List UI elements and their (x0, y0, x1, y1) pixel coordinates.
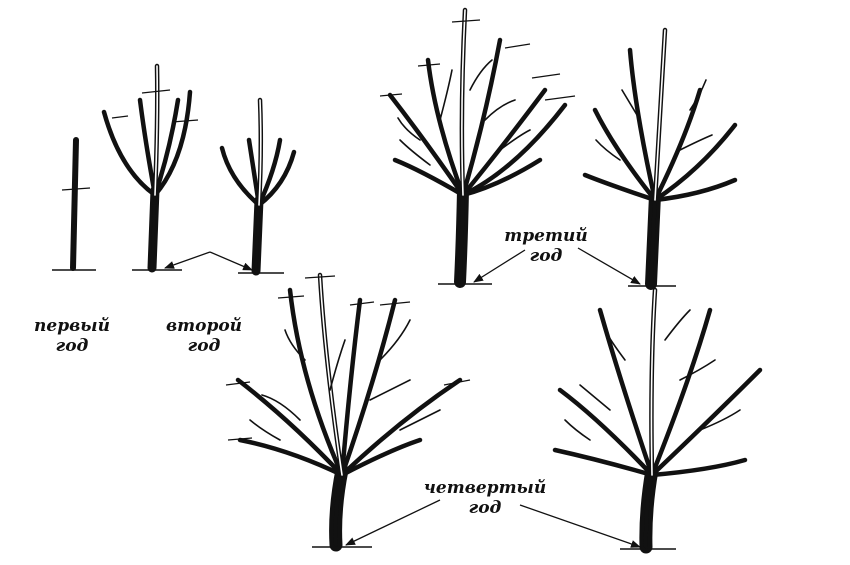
label-year3-line2: год (529, 246, 563, 266)
tree-year4-b (552, 287, 763, 554)
arrows-year4 (345, 499, 641, 548)
label-year3: третий год (500, 226, 592, 266)
tree-year1 (52, 137, 96, 271)
tree-year4-a (225, 272, 471, 552)
arrows-year3 (473, 247, 641, 285)
label-year3-line1: третий (504, 226, 588, 246)
label-year1: первый год (30, 316, 114, 356)
label-year2-line1: второй (165, 316, 243, 336)
label-year1-line2: год (55, 336, 89, 356)
label-year2-line2: год (187, 336, 221, 356)
tree-year3-a (379, 7, 576, 288)
label-year4-line2: год (468, 498, 502, 518)
label-year4: четвертый год (420, 478, 550, 518)
arrows-year2 (164, 251, 253, 271)
tree-year2-a (101, 63, 199, 273)
tree-year3-b (582, 27, 738, 290)
tree-year2-b (219, 97, 297, 276)
label-year1-line1: первый (34, 316, 110, 336)
label-year4-line1: четвертый (423, 478, 547, 498)
label-year2: второй год (158, 316, 250, 356)
